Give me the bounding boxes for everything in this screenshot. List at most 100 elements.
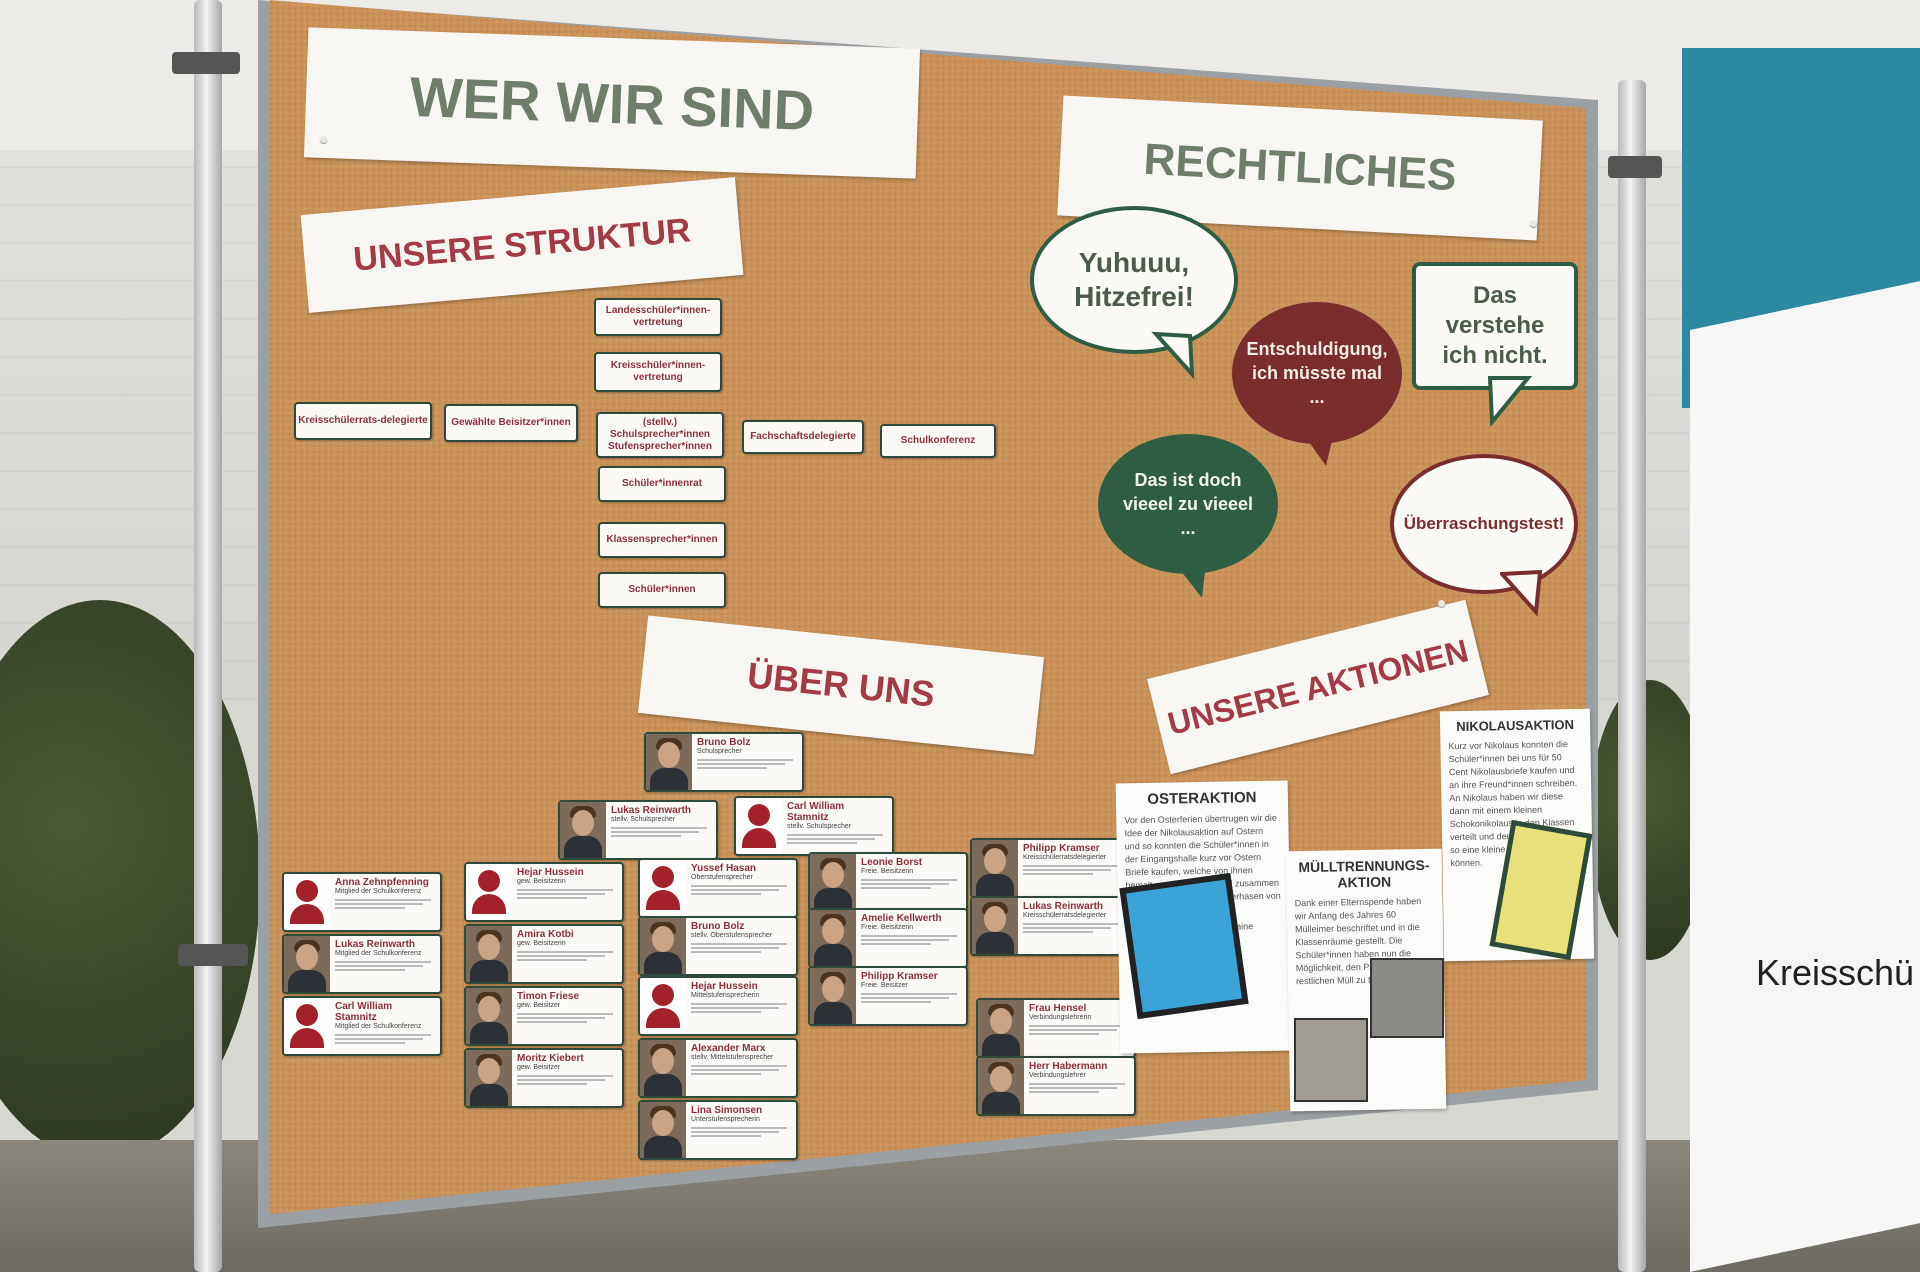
member-photo	[810, 854, 856, 910]
member-name: Frau Hensel	[1029, 1003, 1087, 1014]
member-role: Mittelstufensprecherin	[691, 992, 760, 999]
stand-pole-right	[1618, 80, 1646, 1272]
member-description-lines	[517, 1075, 613, 1085]
title-ueber-uns-text: ÜBER UNS	[745, 654, 937, 715]
osteraktion-drawing	[1119, 872, 1249, 1020]
banner-text: Kreisschü	[1756, 952, 1915, 993]
member-description-lines	[1023, 923, 1119, 933]
member-role: stellv. Schulsprecher	[787, 823, 852, 830]
member-photo	[466, 988, 512, 1044]
structure-node-landes: Landesschüler*innen-vertretung	[594, 298, 722, 336]
member-description-lines	[1029, 1083, 1125, 1093]
member-photo	[736, 798, 782, 854]
member-name: Amira Kotbi	[517, 929, 574, 940]
member-role: Mitglied der Schulkonferenz	[335, 888, 422, 895]
pin	[1438, 600, 1445, 607]
member-description-lines	[691, 1127, 787, 1137]
member-name: Carl William Stamnitz	[335, 1001, 393, 1023]
member-photo	[284, 936, 330, 992]
bubble-vieeel: Das ist doch vieeel zu vieeel ...	[1098, 434, 1278, 574]
member-role: stellv. Oberstufensprecher	[691, 932, 773, 939]
title-wer-wir-sind-text: WER WIR SIND	[408, 64, 816, 142]
structure-node-rat: Schüler*innenrat	[598, 466, 726, 502]
member-role: Kreisschülerratsdelegierter	[1023, 912, 1107, 919]
member-description-lines	[691, 1065, 787, 1075]
member-description-lines	[1029, 1025, 1125, 1035]
member-description-lines	[517, 889, 613, 899]
bubble-entschuldigung-tail	[1302, 432, 1334, 466]
member-role: Oberstufensprecher	[691, 874, 753, 881]
member-name: Carl William Stamnitz	[787, 801, 845, 823]
structure-node-delegierte: Kreisschülerrats-delegierte	[294, 402, 432, 440]
member-role: Unterstufensprecherin	[691, 1116, 760, 1123]
member-name: Leonie Borst	[861, 857, 923, 868]
structure-node-schueler: Schüler*innen	[598, 572, 726, 608]
member-name: Bruno Bolz	[691, 921, 745, 932]
bubble-entschuldigung: Entschuldigung, ich müsste mal ...	[1232, 302, 1402, 444]
bubble-verstehe-tail	[1488, 376, 1533, 426]
pole-clamp	[178, 944, 248, 966]
member-photo	[640, 978, 686, 1034]
member-description-lines	[691, 885, 787, 895]
member-name: Lukas Reinwarth	[335, 939, 416, 950]
rollup-banner	[1690, 281, 1920, 1272]
member-name: Alexander Marx	[691, 1043, 766, 1054]
member-photo	[640, 1102, 686, 1158]
title-unsere-struktur-text: UNSERE STRUKTUR	[351, 210, 693, 279]
bubble-ueberraschungstest-tail	[1500, 570, 1543, 616]
member-description-lines	[697, 759, 793, 769]
member-name: Bruno Bolz	[697, 737, 751, 748]
member-photo	[978, 1058, 1024, 1114]
member-description-lines	[1023, 865, 1119, 875]
member-role: Kreisschülerratsdelegierter	[1023, 854, 1107, 861]
bubble-verstehe: Das verstehe ich nicht.	[1412, 262, 1578, 390]
member-name: Yussef Hasan	[691, 863, 757, 874]
member-photo	[810, 910, 856, 966]
member-description-lines	[517, 1013, 613, 1023]
member-role: gew. Beisitzer	[517, 1064, 561, 1071]
member-description-lines	[335, 961, 431, 971]
member-photo	[466, 926, 512, 982]
bubble-entschuldigung-text: Entschuldigung, ich müsste mal ...	[1246, 339, 1388, 407]
member-name: Lina Simonsen	[691, 1105, 763, 1116]
member-name: Philipp Kramser	[861, 971, 938, 982]
member-description-lines	[861, 993, 957, 1003]
member-role: Freie. Beisitzerin	[861, 924, 914, 931]
member-photo	[972, 840, 1018, 896]
member-description-lines	[517, 951, 613, 961]
member-photo	[640, 1040, 686, 1096]
member-photo	[284, 998, 330, 1054]
structure-node-sprecher: (stellv.) Schulsprecher*innen Stufenspre…	[596, 412, 724, 458]
member-photo	[978, 1000, 1024, 1056]
member-role: Mitglied der Schulkonferenz	[335, 1023, 422, 1030]
member-photo	[640, 860, 686, 916]
member-role: Freie. Beisitzer	[861, 982, 908, 989]
member-name: Herr Habermann	[1029, 1061, 1108, 1072]
bubble-hitzefrei-text: Yuhuuu, Hitzefrei!	[1074, 247, 1194, 312]
member-name: Moritz Kiebert	[517, 1053, 584, 1064]
